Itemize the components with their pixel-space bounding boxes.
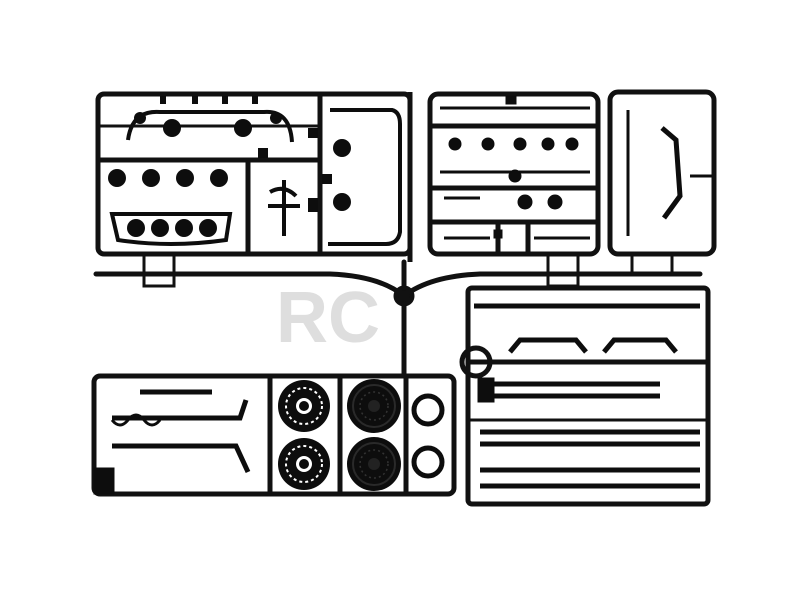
exhaust-parts	[93, 389, 251, 495]
engine-parts	[108, 96, 402, 246]
axle-parts	[440, 95, 590, 240]
sprue-frame-top-right	[607, 89, 717, 257]
sprue-runner	[93, 259, 703, 379]
sprue-tab	[546, 252, 580, 288]
sprue-frame-top-middle	[427, 91, 601, 257]
sprue-tab	[630, 252, 674, 276]
tire-rings	[411, 393, 445, 479]
sprue-frame-bottom-left	[91, 373, 457, 497]
bumper-part	[626, 110, 712, 236]
sprue-frame-top-left	[95, 91, 413, 262]
chassis-rails	[474, 303, 700, 489]
sprue-frame-bottom-right	[459, 285, 711, 507]
sprue-tab	[142, 252, 176, 288]
